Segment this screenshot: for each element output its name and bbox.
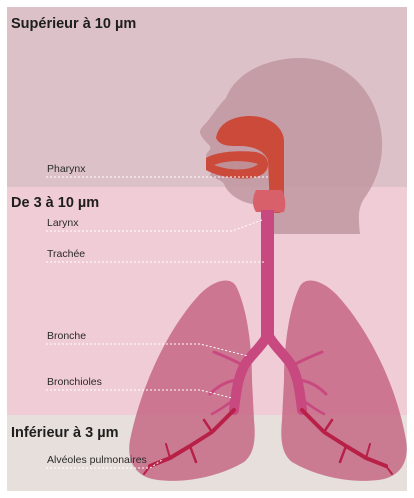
larynx-shape (253, 190, 285, 212)
label-larynx: Larynx (47, 217, 79, 229)
label-alveoli: Alvéoles pulmonaires (47, 454, 147, 466)
zone-title-middle: De 3 à 10 µm (11, 195, 99, 211)
trachea-shape (261, 210, 274, 342)
label-bronchioles: Bronchioles (47, 376, 102, 388)
zone-title-upper: Supérieur à 10 µm (11, 16, 136, 32)
label-bronchus: Bronche (47, 330, 86, 342)
zone-title-lower: Inférieur à 3 µm (11, 425, 118, 441)
label-trachea: Trachée (47, 248, 85, 260)
label-pharynx: Pharynx (47, 163, 86, 175)
